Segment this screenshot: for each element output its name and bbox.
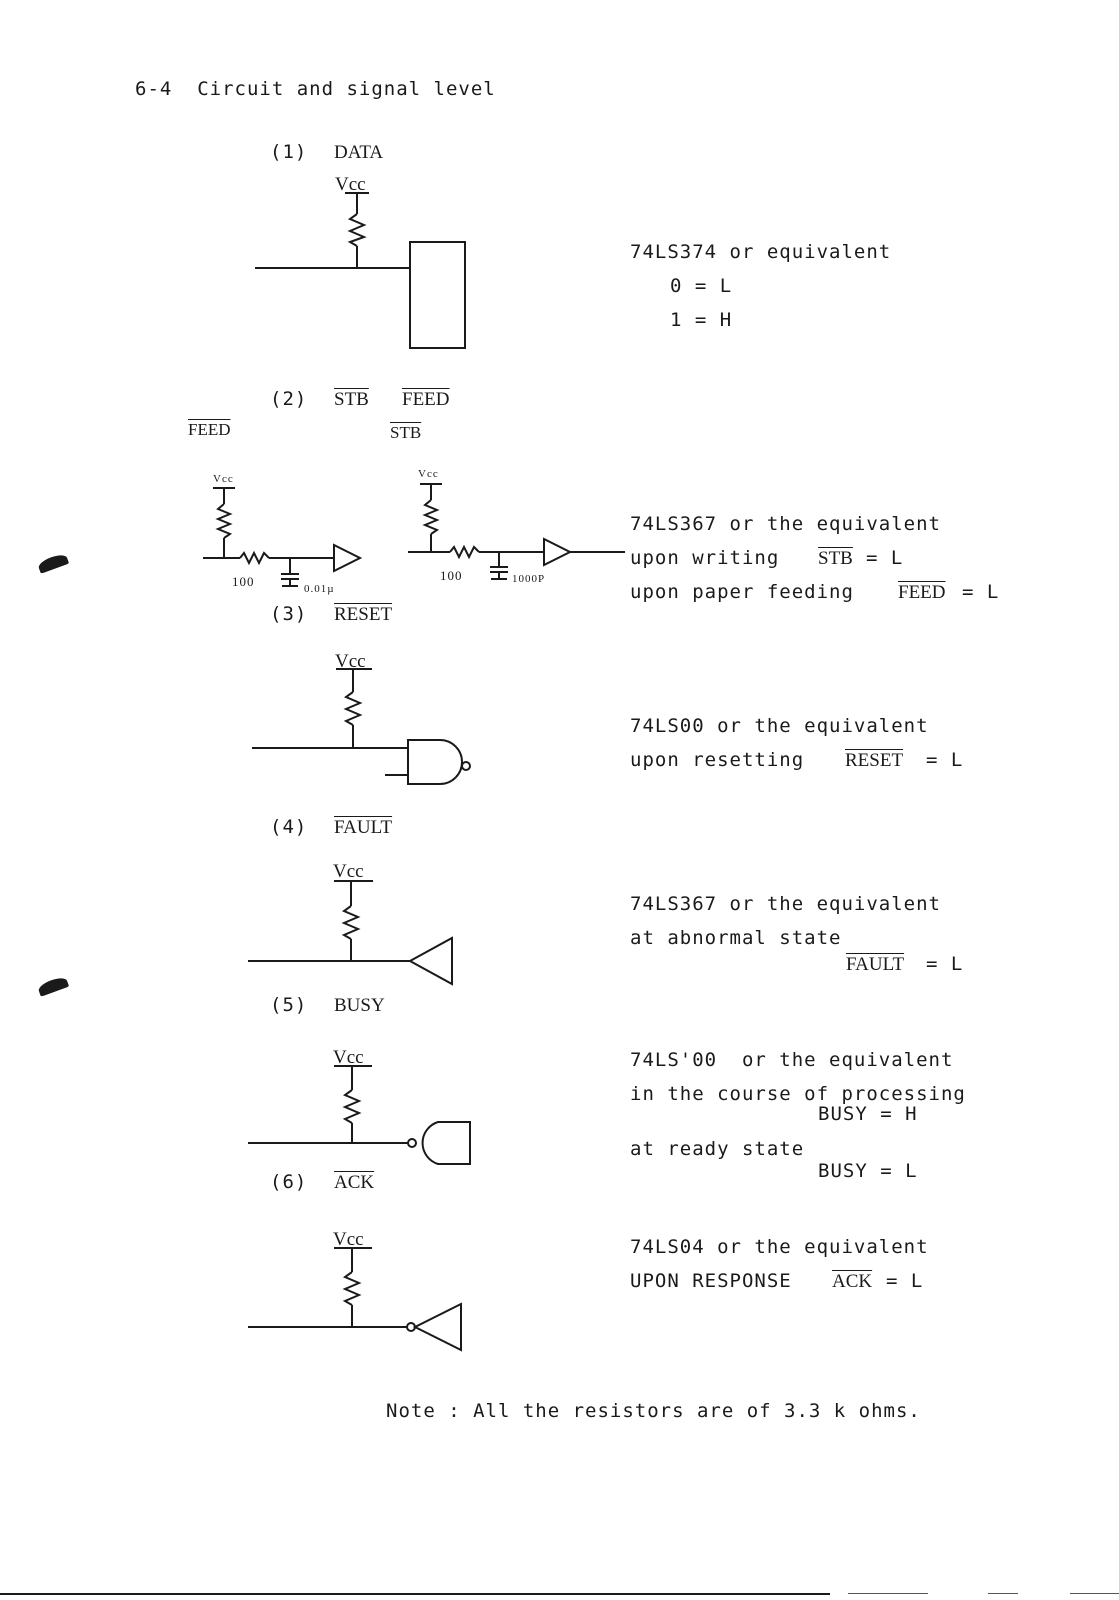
capacitor-value-left: 0.01µ — [304, 583, 335, 595]
section-title: 6-4 Circuit and signal level — [135, 78, 496, 100]
resistor-value-left: 100 — [232, 574, 255, 589]
vcc-label-left: Vcc — [213, 473, 234, 485]
vcc-label: Vcc — [333, 1229, 364, 1250]
data-note-1: 74LS374 or equivalent — [630, 241, 892, 263]
busy-note-2: in the course of processing — [630, 1083, 966, 1105]
section-1-label: DATA — [334, 142, 384, 163]
reset-note-signal: RESET — [845, 750, 904, 771]
vcc-label: Vcc — [335, 651, 366, 672]
section-6-number: (6) — [270, 1171, 308, 1193]
bottom-rule-fragment — [988, 1593, 1018, 1594]
busy-note-1: 74LS'00 or the equivalent — [630, 1049, 954, 1071]
ack-note-level: = L — [886, 1270, 924, 1292]
reset-note-2: upon resetting — [630, 749, 805, 771]
section-6-label: ACK — [334, 1172, 375, 1193]
stb-label: STB — [334, 389, 369, 410]
section-4-number: (4) — [270, 816, 308, 838]
vcc-label: Vcc — [333, 1047, 364, 1068]
section-5-label: BUSY — [334, 995, 385, 1016]
bottom-rule-fragment — [1070, 1593, 1119, 1594]
ack-note-1: 74LS04 or the equivalent — [630, 1236, 929, 1258]
strobe-note-level: = L — [866, 547, 904, 569]
fault-note-1: 74LS367 or the equivalent — [630, 893, 941, 915]
data-note-2: 0 = L — [670, 275, 733, 297]
strobe-note-signal: STB — [818, 548, 853, 569]
busy-note-4: at ready state — [630, 1138, 805, 1160]
footnote: Note : All the resistors are of 3.3 k oh… — [386, 1400, 921, 1422]
fault-note-signal: FAULT — [846, 954, 905, 975]
feed-note-level: = L — [962, 581, 1000, 603]
busy-note-3: BUSY = H — [818, 1103, 918, 1125]
fault-note-level: = L — [926, 953, 964, 975]
section-3-number: (3) — [270, 603, 308, 625]
data-note-3: 1 = H — [670, 309, 733, 331]
resistor-value-right: 100 — [440, 568, 463, 583]
capacitor-value-right: 1000P — [512, 573, 546, 585]
strobe-note-1: 74LS367 or the equivalent — [630, 513, 941, 535]
bottom-rule-fragment — [848, 1593, 928, 1594]
section-1-number: (1) — [270, 141, 308, 163]
vcc-label: Vcc — [335, 174, 366, 195]
reset-note-1: 74LS00 or the equivalent — [630, 715, 929, 737]
feed-note-signal: FEED — [898, 582, 946, 603]
section-2-number: (2) — [270, 388, 308, 410]
section-3-label: RESET — [334, 604, 393, 625]
ack-note-2: UPON RESPONSE — [630, 1270, 792, 1292]
vcc-label: Vcc — [333, 861, 364, 882]
feed-label: FEED — [402, 389, 450, 410]
section-5-number: (5) — [270, 994, 308, 1016]
stb-sublabel: STB — [390, 423, 422, 442]
ack-note-signal: ACK — [832, 1271, 873, 1292]
busy-note-5: BUSY = L — [818, 1160, 918, 1182]
feed-sublabel: FEED — [188, 420, 231, 439]
bottom-rule — [0, 1593, 830, 1595]
fault-note-2: at abnormal state — [630, 927, 842, 949]
feed-note-1: upon paper feeding — [630, 581, 854, 603]
vcc-label-right: Vcc — [418, 468, 439, 480]
reset-note-level: = L — [926, 749, 964, 771]
strobe-note-2: upon writing — [630, 547, 780, 569]
section-4-label: FAULT — [334, 817, 393, 838]
